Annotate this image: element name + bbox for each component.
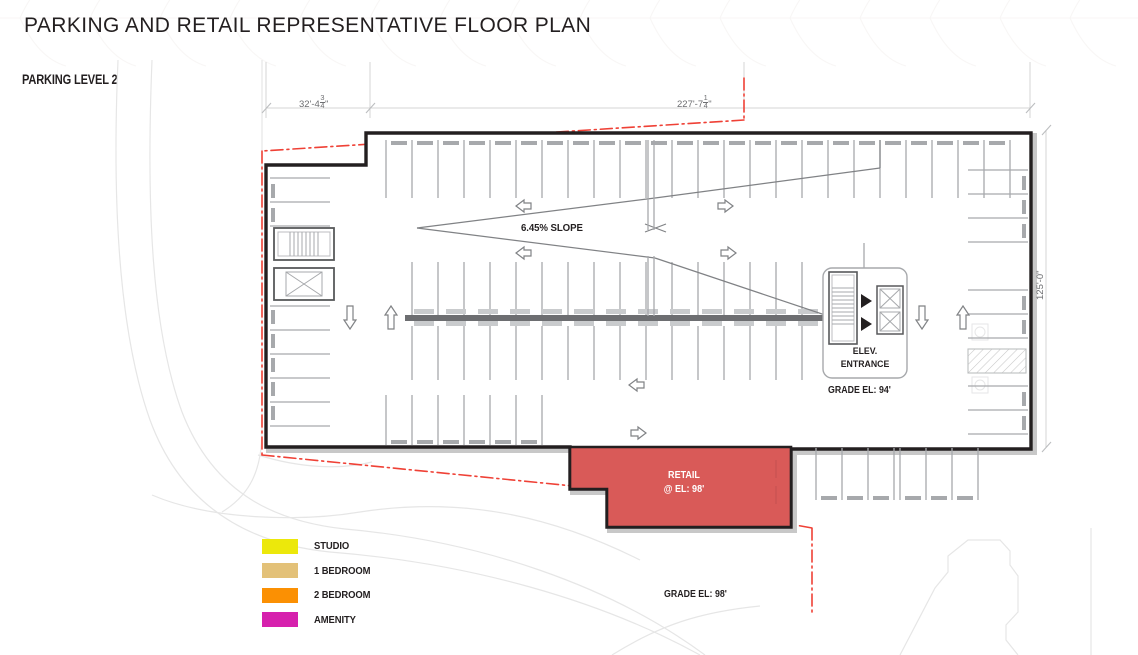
stair-core-left [273,227,335,261]
stair-treads [832,287,854,325]
page-title: PARKING AND RETAIL REPRESENTATIVE FLOOR … [24,14,592,37]
arrow-up-icon [955,304,971,330]
retail-label: RETAIL @ EL: 98' [607,469,762,497]
parking-stalls-middle-lower [411,326,803,380]
dimension-right-side: 125'-0" [1035,270,1046,300]
elevator-left [273,267,335,301]
legend-item-2-bedroom: 2 BEDROOM [262,583,377,608]
arrow-left-icon [628,377,645,393]
retail-label-line1: RETAIL [668,470,700,481]
parking-stalls-right-column [968,169,1028,435]
legend: STUDIO 1 BEDROOM 2 BEDROOM AMENITY [262,534,377,632]
arrow-left-icon [515,198,532,214]
arrow-right-icon [630,425,647,441]
legend-swatch-studio [262,538,298,554]
ramp-slope-lines [416,140,881,321]
legend-item-studio: STUDIO [262,534,377,559]
legend-label-studio: STUDIO [314,540,350,553]
grade-elevation-98-label: GRADE EL: 98' [664,589,727,600]
level-label: PARKING LEVEL 2 [22,72,118,87]
slope-label: 6.45% SLOPE [521,222,583,234]
legend-item-1-bedroom: 1 BEDROOM [262,559,377,584]
elevator-entrance-line1: ELEV. [852,346,878,357]
wheel-stops-bottom-left [391,440,537,444]
arrow-right-icon [717,198,734,214]
direction-arrows [342,198,971,441]
dimension-lines [261,62,1052,453]
wheel-stops-right [1022,176,1026,430]
legend-label-amenity: AMENITY [314,613,356,626]
ramp-center-columns [647,140,655,316]
wheel-stops-top [391,141,1005,145]
arrow-up-icon [383,304,399,330]
legend-label-1-bedroom: 1 BEDROOM [314,564,371,577]
parking-stalls-left-column [270,177,330,427]
arrow-left-icon [515,245,532,261]
legend-label-2-bedroom: 2 BEDROOM [314,589,371,602]
legend-swatch-2-bedroom [262,587,298,603]
entrance-arrow-icon [861,294,872,331]
grade-elevation-94-label: GRADE EL: 94' [828,385,891,396]
legend-swatch-amenity [262,612,298,628]
wheel-stops-bottom-right [821,496,973,500]
elevator-core-center [822,243,908,379]
retail-block [568,445,793,529]
elevator-entrance-label: ELEV. ENTRANCE [836,346,893,371]
legend-swatch-1-bedroom [262,563,298,579]
arrow-right-icon [720,245,737,261]
parking-stalls-middle-upper [411,262,803,316]
arrow-down-icon [342,305,358,331]
elevator-entrance-line2: ENTRANCE [840,358,890,370]
legend-item-amenity: AMENITY [262,608,377,633]
arrow-down-icon [914,305,930,331]
accessible-symbols-right [971,323,989,394]
retail-label-line2: @ EL: 98' [663,484,705,495]
accessible-stall-right [967,348,1027,374]
parking-stalls-bottom-left [385,395,543,445]
wheel-stops-left [271,184,275,420]
parking-stalls-bottom-right [815,448,979,500]
